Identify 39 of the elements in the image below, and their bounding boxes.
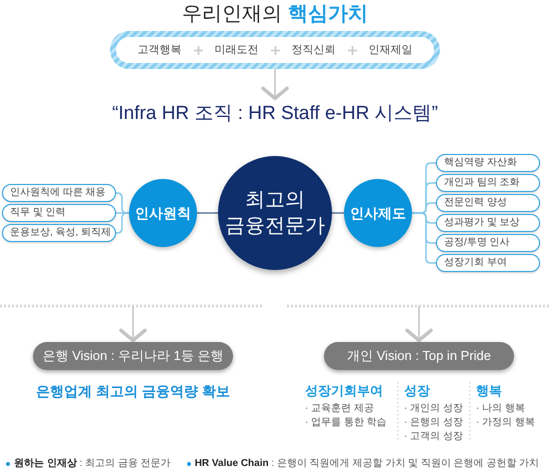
arrow [119, 306, 147, 342]
item-pill: 성장기회 부여 [436, 254, 540, 272]
title: 우리인재의 핵심가치 [182, 2, 368, 27]
list-item: · 고객의 성장 [404, 430, 463, 443]
footnote-text: 원하는 인재상 : 최고의 금융 전문가 [14, 457, 171, 471]
column-heading: 행복 [476, 382, 502, 400]
arrow [261, 69, 289, 100]
vision-pill: 개인 Vision : Top in Pride [324, 342, 514, 370]
item-pill: 핵심역량 자산화 [436, 154, 540, 172]
connector-line [332, 212, 344, 214]
item-pill: 성과평가 및 보상 [436, 214, 540, 232]
vision-pill: 은행 Vision : 우리나라 1등 은행 [33, 342, 233, 370]
column-heading: 성장기회부여 [305, 382, 383, 400]
list-item: · 은행의 성장 [404, 416, 463, 429]
list-item: · 교육훈련 제공 [305, 402, 374, 415]
item-pill: 인사원칙에 따른 채용 [2, 184, 116, 202]
column-heading: 성장 [404, 382, 430, 400]
footnote-text: HR Value Chain : 은행이 직원에게 제공할 가치 및 직원이 은행에 공헌할 가치 [194, 457, 540, 471]
item-pill: 직무 및 인력 [2, 204, 116, 222]
list-item: · 개인의 성장 [404, 402, 463, 415]
connector-line [116, 192, 129, 214]
value-text: 인재제일 [368, 43, 412, 57]
connector-line [412, 212, 436, 264]
value-text: 정직신뢰 [292, 43, 336, 57]
goal-text: 은행업계 최고의 금융역량 확보 [36, 382, 230, 401]
list-item: · 업무를 통한 학습 [305, 416, 387, 429]
list-item: · 나의 행복 [476, 402, 525, 415]
quote-heading: “Infra HR 조직 : HR Staff e-HR 시스템” [112, 100, 438, 128]
item-pill: 개인과 팀의 조화 [436, 174, 540, 192]
list-item: · 가정의 행복 [476, 416, 535, 429]
connector-line [116, 212, 129, 234]
value-text: 미래도전 [214, 43, 258, 57]
connector-line [197, 212, 218, 214]
item-pill: 전문인력 양성 [436, 194, 540, 212]
value-text: 고객행복 [138, 43, 182, 57]
item-pill: 운용보상, 육성, 퇴직제 [2, 224, 116, 242]
arrow [405, 306, 433, 342]
values-banner [110, 31, 440, 69]
item-pill: 공정/투명 인사 [436, 234, 540, 252]
